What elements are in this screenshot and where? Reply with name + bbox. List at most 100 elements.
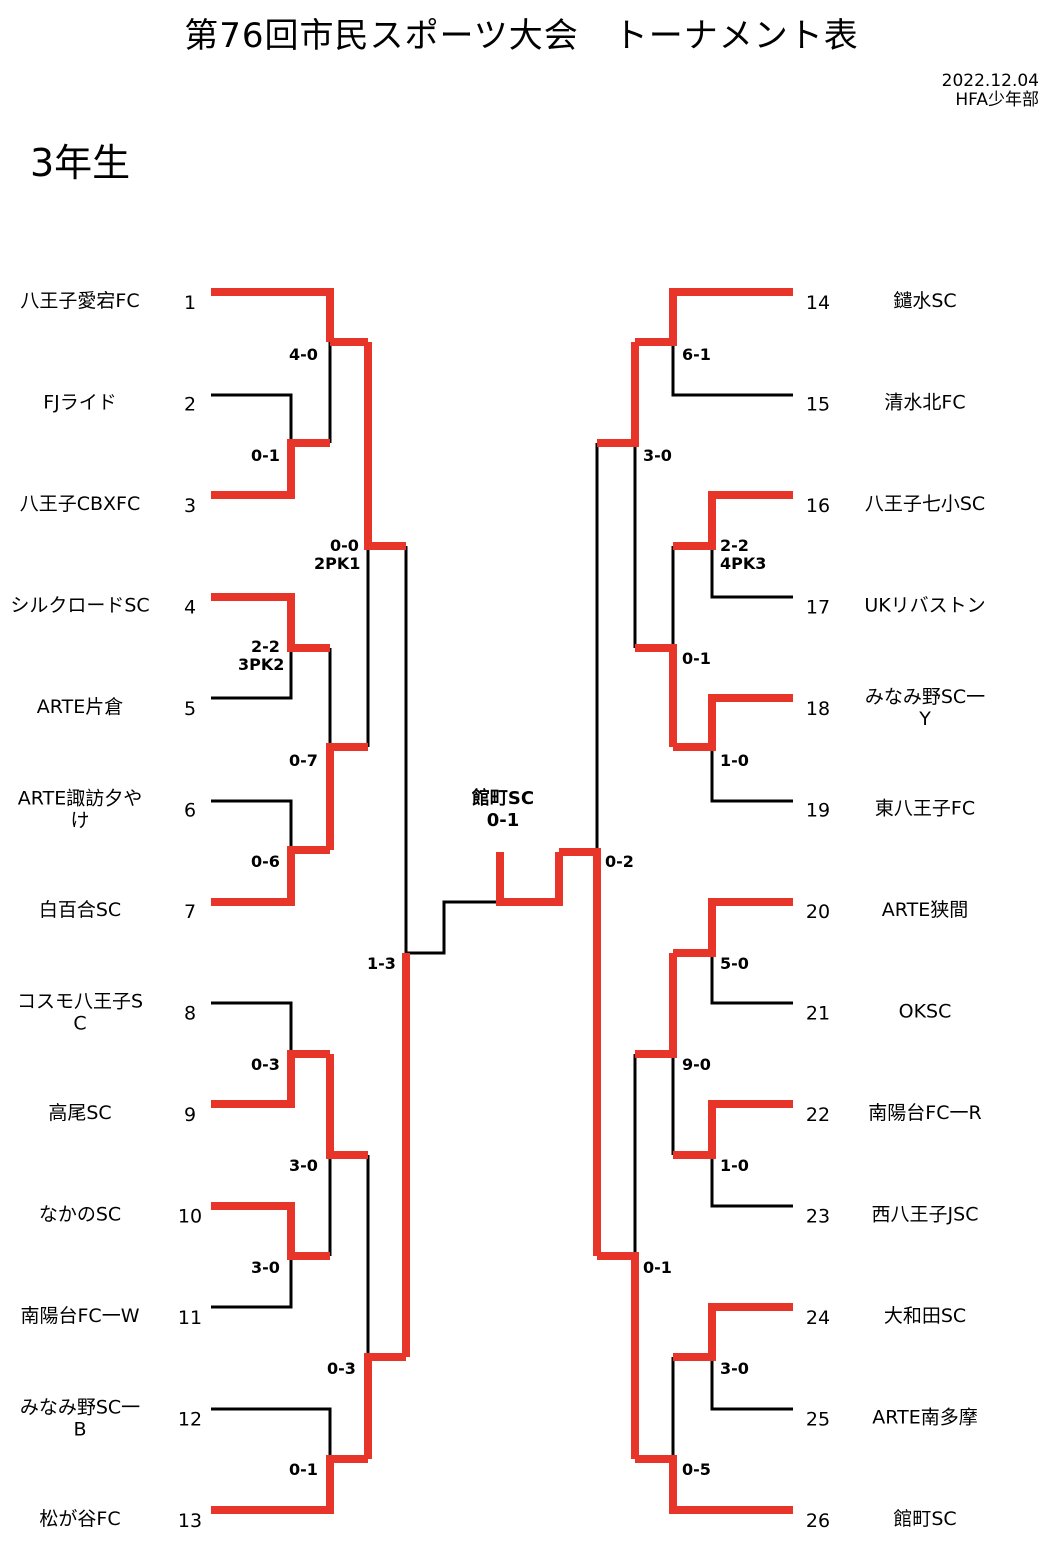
match-score: 2PK1 xyxy=(314,554,360,573)
team-name: B xyxy=(73,1419,86,1441)
seed-number: 5 xyxy=(184,698,196,720)
team-name: みなみ野SC一 xyxy=(865,686,985,708)
team-name: 大和田SC xyxy=(884,1305,966,1327)
match-score: 1-0 xyxy=(720,751,749,770)
winner-path xyxy=(597,342,639,447)
loser-path xyxy=(710,747,793,803)
seed-number: 10 xyxy=(178,1206,202,1228)
team-name: 八王子愛宕FC xyxy=(20,290,139,312)
winner-path xyxy=(211,439,330,499)
seed-number: 3 xyxy=(184,495,196,517)
winner-path xyxy=(635,953,677,1058)
seed-number: 21 xyxy=(806,1003,830,1025)
team-name: みなみ野SC一 xyxy=(20,1397,140,1419)
meta-info: 2022.12.04 HFA少年部 xyxy=(942,72,1039,110)
seed-number: 20 xyxy=(806,901,830,923)
winner-path xyxy=(211,1050,330,1108)
team-name: Y xyxy=(918,708,931,730)
seed-number: 7 xyxy=(184,901,196,923)
champion-label: 館町SC xyxy=(472,787,534,809)
team-name: OKSC xyxy=(899,1001,952,1023)
match-score: 0-6 xyxy=(251,852,280,871)
team-name: 南陽台FC一W xyxy=(21,1305,140,1327)
loser-path xyxy=(211,1407,332,1459)
winner-path xyxy=(211,846,330,906)
seed-number: 4 xyxy=(184,597,196,619)
winner-path xyxy=(326,1054,368,1159)
match-score: 0-1 xyxy=(251,446,280,465)
loser-path xyxy=(710,1155,793,1208)
team-name: C xyxy=(73,1013,86,1035)
match-score: 3PK2 xyxy=(238,655,284,674)
winner-path xyxy=(673,1100,793,1159)
date-label: 2022.12.04 xyxy=(941,71,1039,91)
bracket-labels: 1八王子愛宕FC2FJライド3八王子CBXFC4シルクロードSC5ARTE片倉6… xyxy=(10,290,985,1532)
team-name: 八王子七小SC xyxy=(865,493,985,515)
seed-number: 2 xyxy=(184,394,196,416)
seed-number: 22 xyxy=(806,1104,830,1126)
team-name: FJライド xyxy=(43,392,117,414)
seed-number: 6 xyxy=(184,800,196,822)
team-name: ARTE諏訪夕や xyxy=(18,788,142,810)
seed-number: 17 xyxy=(806,597,830,619)
team-name: ARTE狭間 xyxy=(882,899,968,921)
loser-path xyxy=(211,648,293,700)
match-score: 3-0 xyxy=(251,1258,280,1277)
winner-path xyxy=(559,848,601,1256)
seed-number: 9 xyxy=(184,1104,196,1126)
seed-number: 1 xyxy=(184,292,196,314)
loser-path xyxy=(710,953,793,1005)
winner-path xyxy=(211,1202,330,1260)
page-title: 第76回市民スポーツ大会 トーナメント表 xyxy=(184,16,859,56)
seed-number: 16 xyxy=(806,495,830,517)
team-name: 高尾SC xyxy=(48,1102,111,1124)
seed-number: 15 xyxy=(806,394,830,416)
final-score: 0-1 xyxy=(487,810,520,831)
winner-path xyxy=(211,288,334,342)
match-score: 3-0 xyxy=(643,446,672,465)
loser-path xyxy=(211,799,293,850)
team-name: なかのSC xyxy=(39,1204,121,1226)
match-score: 3-0 xyxy=(289,1156,318,1175)
bracket-lines-loser xyxy=(211,342,793,1459)
match-score: 9-0 xyxy=(682,1055,711,1074)
seed-number: 14 xyxy=(806,292,830,314)
match-score: 0-3 xyxy=(251,1055,280,1074)
winner-path xyxy=(326,743,368,850)
match-score: 2-2 xyxy=(720,536,749,555)
team-name: 南陽台FC一R xyxy=(868,1102,981,1124)
team-name: ARTE片倉 xyxy=(37,696,123,718)
match-score: 5-0 xyxy=(720,954,749,973)
winner-path xyxy=(673,1303,793,1361)
loser-path xyxy=(710,1357,793,1411)
match-score: 0-1 xyxy=(643,1258,672,1277)
seed-number: 18 xyxy=(806,698,830,720)
team-name: 館町SC xyxy=(893,1508,956,1530)
loser-path xyxy=(671,342,793,397)
seed-number: 23 xyxy=(806,1206,830,1228)
winner-path xyxy=(364,342,406,550)
final-winner-path xyxy=(496,852,563,906)
match-score: 4PK3 xyxy=(720,554,766,573)
team-name: UKリバストン xyxy=(864,595,985,617)
match-score: 1-3 xyxy=(367,954,396,973)
match-score: 0-7 xyxy=(289,751,318,770)
loser-path xyxy=(710,546,793,599)
loser-path xyxy=(211,393,293,443)
match-score: 0-1 xyxy=(289,1460,318,1479)
match-score: 1-0 xyxy=(720,1156,749,1175)
team-name: 鑓水SC xyxy=(893,290,956,312)
seed-number: 13 xyxy=(178,1510,202,1532)
match-score: 0-5 xyxy=(682,1460,711,1479)
seed-number: 11 xyxy=(178,1307,202,1329)
match-score: 0-1 xyxy=(682,649,711,668)
winner-path xyxy=(364,1353,406,1459)
team-name: 西八王子JSC xyxy=(872,1204,979,1226)
winner-path xyxy=(673,694,793,751)
team-name: 清水北FC xyxy=(884,392,965,414)
team-name: 東八王子FC xyxy=(875,798,975,820)
match-score: 6-1 xyxy=(682,345,711,364)
match-score: 0-0 xyxy=(330,536,359,555)
match-score: 0-2 xyxy=(605,852,634,871)
